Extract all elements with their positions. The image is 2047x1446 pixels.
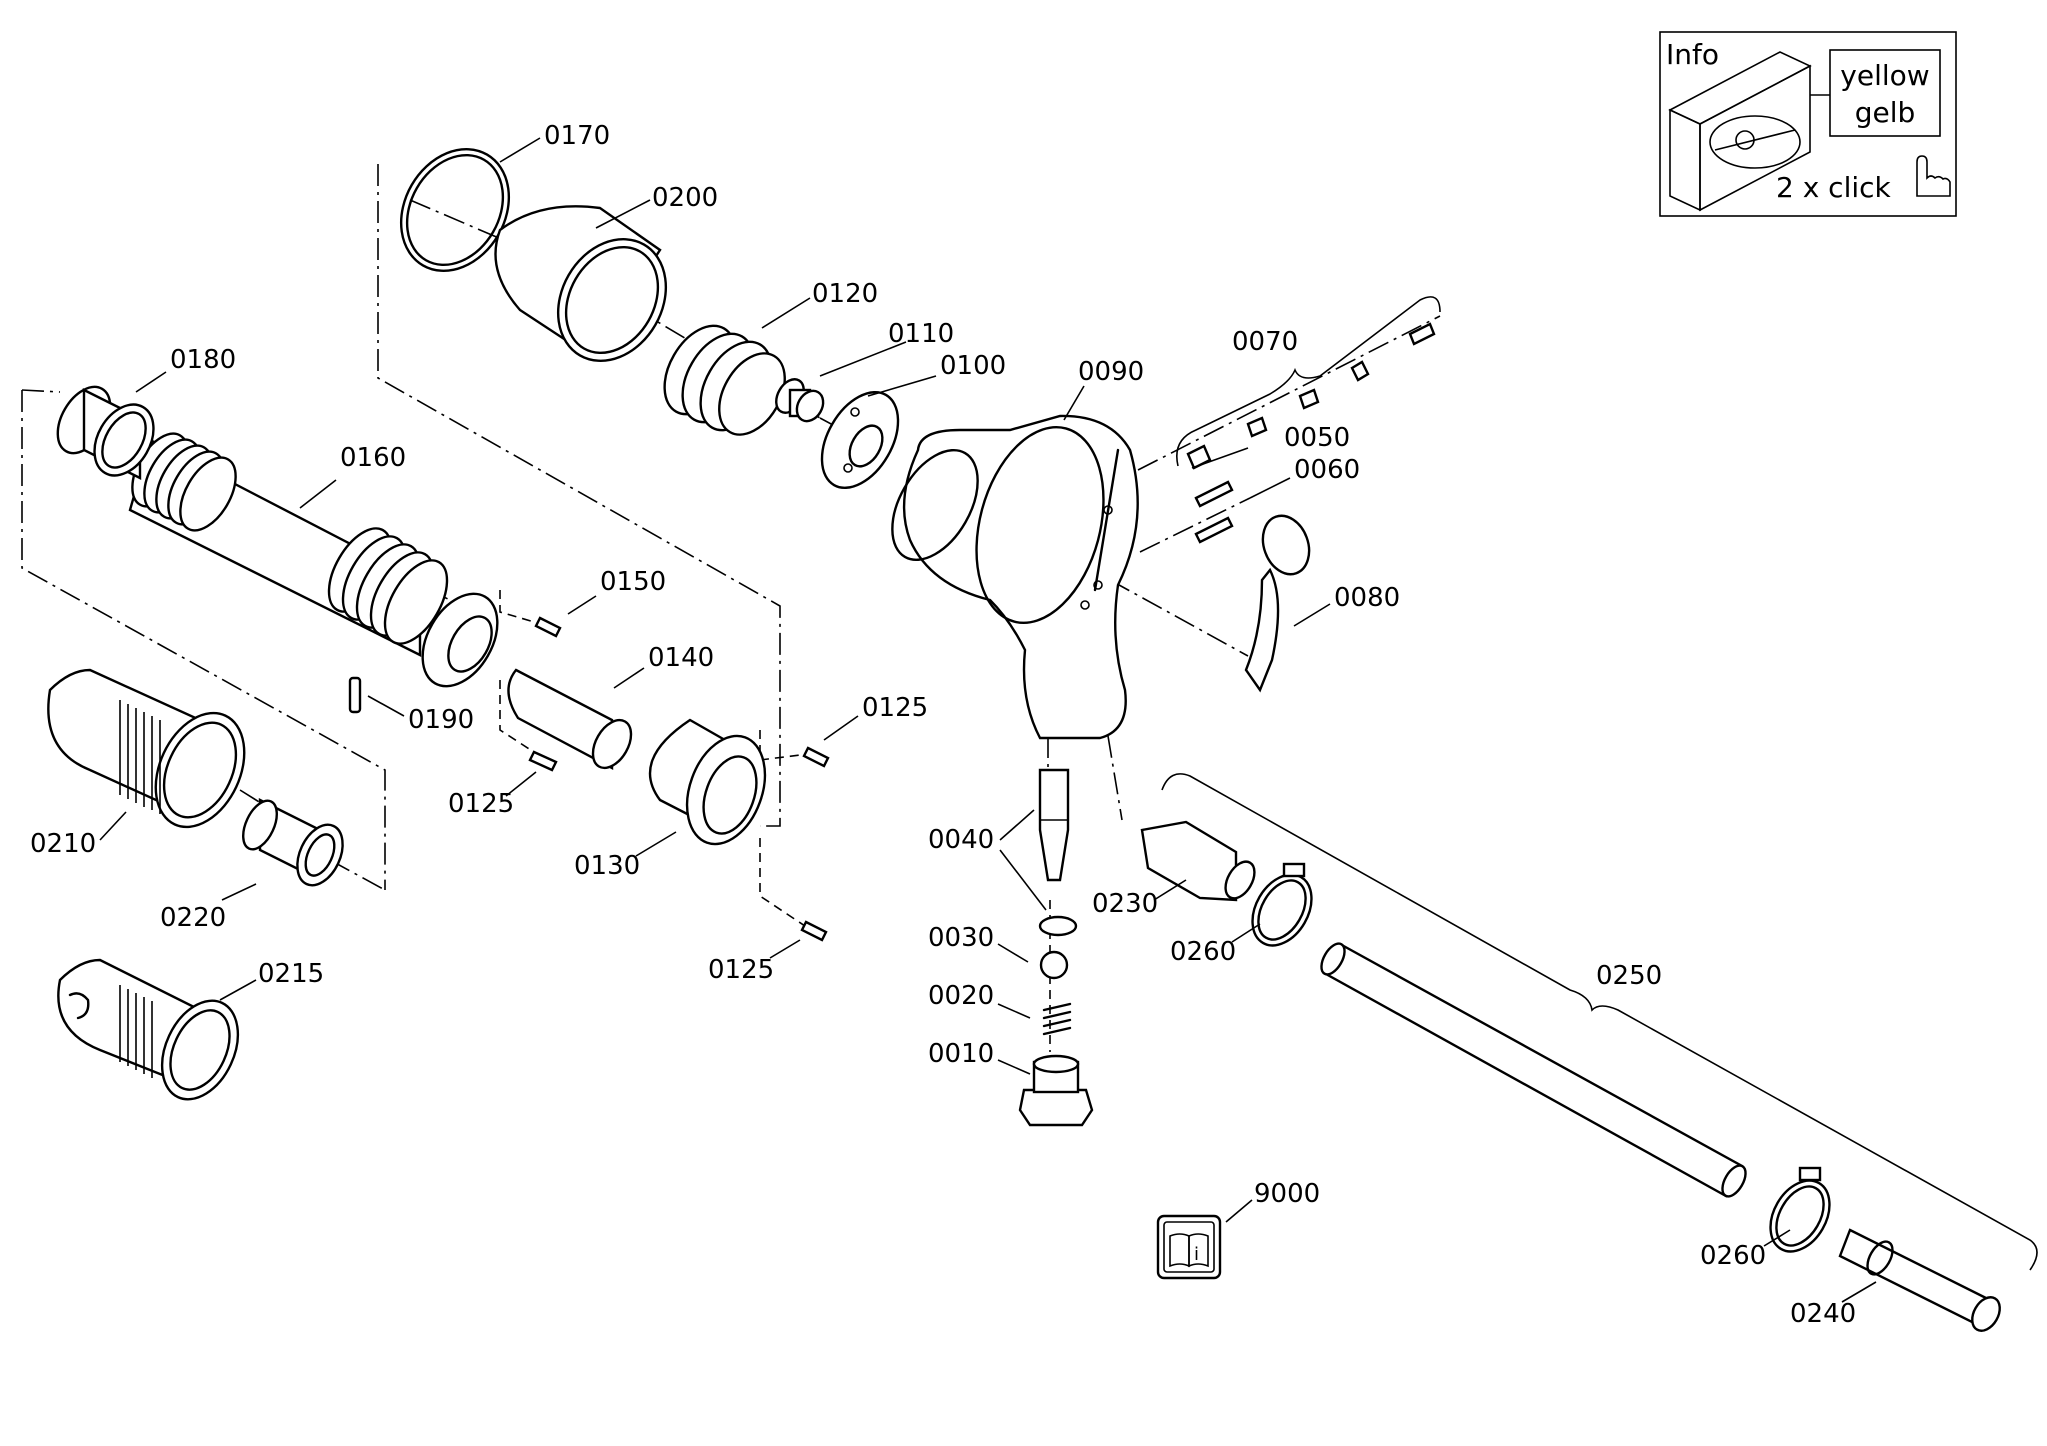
color-key-yellow: yellow xyxy=(1840,59,1929,92)
part-labels: 0170 0200 0120 0110 0100 0090 0070 0050 … xyxy=(30,121,1856,1329)
label-0020: 0020 xyxy=(928,981,994,1011)
label-0160: 0160 xyxy=(340,443,406,473)
label-0100: 0100 xyxy=(940,351,1006,381)
part-0215-alt-sleeve[interactable] xyxy=(57,958,252,1111)
part-0090-handle-housing[interactable] xyxy=(875,413,1139,740)
knurl xyxy=(119,985,153,1078)
label-0110: 0110 xyxy=(888,319,954,349)
part-0100-flange-disc[interactable] xyxy=(806,379,913,501)
part-0140-piston[interactable] xyxy=(507,668,638,775)
part-0240-coupling-plug[interactable] xyxy=(1838,1228,2005,1336)
part-0250-hose[interactable] xyxy=(1317,940,1751,1200)
info-thumbnail xyxy=(1668,51,1812,212)
info-box-title: Info xyxy=(1666,38,1719,71)
label-0210: 0210 xyxy=(30,829,96,859)
label-0030: 0030 xyxy=(928,923,994,953)
part-0080-trigger-lever[interactable] xyxy=(1244,509,1317,693)
label-0050: 0050 xyxy=(1284,423,1350,453)
label-0190: 0190 xyxy=(408,705,474,735)
leader-lines xyxy=(99,137,1877,1303)
part-0260-hose-clamp-a[interactable] xyxy=(1240,862,1323,956)
part-0060-pin[interactable] xyxy=(1194,516,1234,544)
part-0160-barrel[interactable] xyxy=(121,424,513,699)
part-0020-spring[interactable] xyxy=(1042,1002,1072,1036)
label-0130: 0130 xyxy=(574,851,640,881)
label-0150: 0150 xyxy=(600,567,666,597)
bracket-0070 xyxy=(1176,296,1441,467)
label-0140: 0140 xyxy=(648,643,714,673)
label-0060: 0060 xyxy=(1294,455,1360,485)
part-0210-nozzle-sleeve[interactable] xyxy=(47,668,261,841)
label-0260-a: 0260 xyxy=(1170,937,1236,967)
part-0180-end-cap[interactable] xyxy=(47,378,166,486)
bracket-0250 xyxy=(1161,773,2038,1271)
part-0150-pin[interactable] xyxy=(534,616,562,638)
part-0200-cover-sleeve[interactable] xyxy=(494,205,688,380)
label-0240: 0240 xyxy=(1790,1299,1856,1329)
label-0260-b: 0260 xyxy=(1700,1241,1766,1271)
label-0250: 0250 xyxy=(1596,961,1662,991)
hand-pointer-icon xyxy=(1916,155,1951,197)
part-0070-fastener-set[interactable] xyxy=(1186,322,1436,470)
part-0260-hose-clamp-b[interactable] xyxy=(1758,1166,1841,1262)
label-0170: 0170 xyxy=(544,121,610,151)
part-0125-pin-c[interactable] xyxy=(800,920,828,942)
info-box-frame xyxy=(1659,31,1957,217)
knurl xyxy=(119,700,161,814)
part-0120-bellows[interactable] xyxy=(650,313,798,446)
part-0220-spacer[interactable] xyxy=(236,796,351,893)
label-0180: 0180 xyxy=(170,345,236,375)
part-0050-pin[interactable] xyxy=(1194,480,1234,508)
label-0040: 0040 xyxy=(928,825,994,855)
part-0125-pin-b[interactable] xyxy=(802,746,830,768)
part-0040-valve-stem[interactable] xyxy=(1038,768,1070,882)
part-0190-pin[interactable] xyxy=(348,676,362,714)
color-key-gelb: gelb xyxy=(1855,96,1916,129)
label-0220: 0220 xyxy=(160,903,226,933)
double-click-hint: 2 x click xyxy=(1776,171,1892,204)
part-0125-pin-a[interactable] xyxy=(528,750,558,772)
label-0230: 0230 xyxy=(1092,889,1158,919)
label-0080: 0080 xyxy=(1334,583,1400,613)
label-0200: 0200 xyxy=(652,183,718,213)
label-0125-b: 0125 xyxy=(448,789,514,819)
part-0110-bushing[interactable] xyxy=(771,374,829,425)
part-0010-plug[interactable] xyxy=(1018,1054,1094,1127)
part-o-ring-small[interactable] xyxy=(1038,915,1078,937)
label-0070: 0070 xyxy=(1232,327,1298,357)
label-0125-c: 0125 xyxy=(708,955,774,985)
color-key-box xyxy=(1829,49,1941,137)
part-0230-hose-nipple[interactable] xyxy=(1140,820,1260,903)
label-0010: 0010 xyxy=(928,1039,994,1069)
part-0130-collar[interactable] xyxy=(648,718,779,855)
label-0120: 0120 xyxy=(812,279,878,309)
svg-text:i: i xyxy=(1194,1244,1199,1265)
manual-book-info-icon[interactable]: i xyxy=(1156,1214,1222,1280)
label-0090: 0090 xyxy=(1078,357,1144,387)
part-0030-ball[interactable] xyxy=(1039,950,1069,980)
barrel-threads xyxy=(131,432,449,645)
label-9000: 9000 xyxy=(1254,1179,1320,1209)
label-0125-a: 0125 xyxy=(862,693,928,723)
label-0215: 0215 xyxy=(258,959,324,989)
info-box[interactable]: Info yellow gelb 2 x click xyxy=(1659,31,1957,217)
